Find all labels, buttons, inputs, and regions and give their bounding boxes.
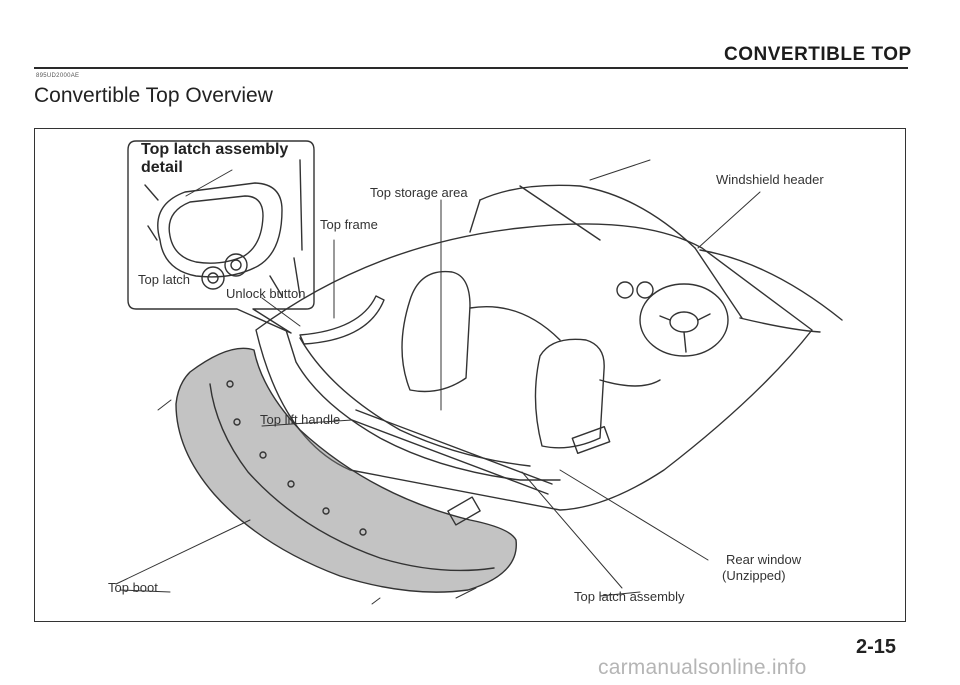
inset-title-line2: detail [141,159,183,176]
page-title: Convertible Top Overview [34,84,273,107]
side-latch-bracket [571,425,611,455]
steering-wheel [639,283,729,357]
figure-frame [34,128,906,622]
label-windshield-header: Windshield header [716,172,824,187]
label-top-latch: Top latch [138,272,191,287]
inset-title: Top latch assembly detail [141,141,288,177]
rear-latch-bracket [447,496,481,526]
unlock-button-inner [230,259,242,271]
driver-seat [534,338,605,449]
label-top-latch-assembly: Top latch assembly [574,589,685,604]
label-rear-window: Rear window [726,552,802,567]
hood-line [699,249,843,333]
inset-title-line1: Top latch assembly [141,141,289,158]
car-body-outline [255,223,813,511]
passenger-seat [401,270,471,393]
unlock-button-outer [224,253,248,277]
leader-lines [115,159,761,589]
gauge-left [616,281,634,299]
top-boot [175,347,517,593]
document-code: 895UD2000AE [36,73,80,79]
watermark-text: carmanualsonline.info [598,656,807,679]
windshield-frame [469,185,743,319]
label-top-boot: Top boot [108,580,158,595]
label-unlock-button: Unlock button [226,286,306,301]
label-top-storage-area: Top storage area [370,185,468,200]
top-frame-rail [285,329,561,481]
latch-handle-shape [157,182,283,278]
label-top-lift-handle: Top lift handle [260,412,341,427]
page-number: 2-15 [856,636,897,658]
windshield-header [479,184,696,249]
latch-pivot-inner [207,272,219,284]
header-rule [34,67,908,69]
label-rear-window-note: (Unzipped) [722,568,786,583]
gauge-right [636,281,654,299]
latch-pivot-outer [201,266,225,290]
top-lift-handle [299,295,385,345]
label-top-frame: Top frame [320,217,378,232]
section-header: CONVERTIBLE TOP [724,44,912,65]
inset-detail-outline [127,140,315,334]
